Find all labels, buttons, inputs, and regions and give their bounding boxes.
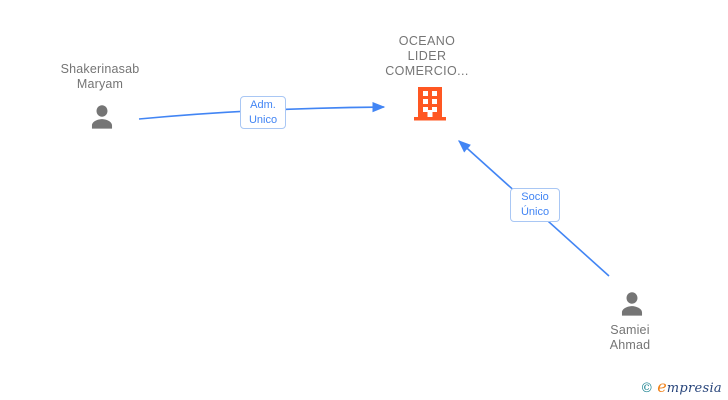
name-line: Samiei [610, 323, 650, 337]
empresia-watermark: ©empresia [640, 377, 722, 396]
company-node-oceano-lider[interactable] [414, 87, 446, 121]
company-name-line: LIDER [407, 49, 447, 63]
company-name: OCEANO LIDER COMERCIO... [367, 34, 487, 79]
edge-label-socio-unico: Socio Único [510, 188, 560, 222]
person-icon [621, 292, 643, 316]
person-node-shakerinasab-maryam[interactable] [88, 102, 116, 131]
name-line: Maryam [76, 77, 124, 91]
building-icon [414, 87, 446, 121]
person-icon [91, 105, 113, 129]
edge-label-line: Socio [521, 191, 549, 203]
company-name-line: OCEANO [398, 34, 456, 48]
copyright-icon: © [640, 381, 654, 396]
person-node-samiei-ahmad[interactable] [618, 289, 646, 318]
edge-label-adm-unico: Adm. Unico [240, 96, 286, 129]
person-name-samiei-ahmad: Samiei Ahmad [570, 323, 690, 353]
person-name-shakerinasab-maryam: Shakerinasab Maryam [40, 62, 160, 92]
brand-name: mpresia [666, 381, 722, 396]
edge-label-line: Único [520, 206, 550, 218]
edge-label-line: Unico [248, 113, 278, 126]
name-line: Shakerinasab [60, 62, 140, 76]
edge-label-line: Adm. [250, 98, 276, 111]
name-line: Ahmad [609, 338, 651, 352]
company-name-line: COMERCIO... [385, 64, 469, 78]
brand-initial: e [657, 377, 667, 396]
